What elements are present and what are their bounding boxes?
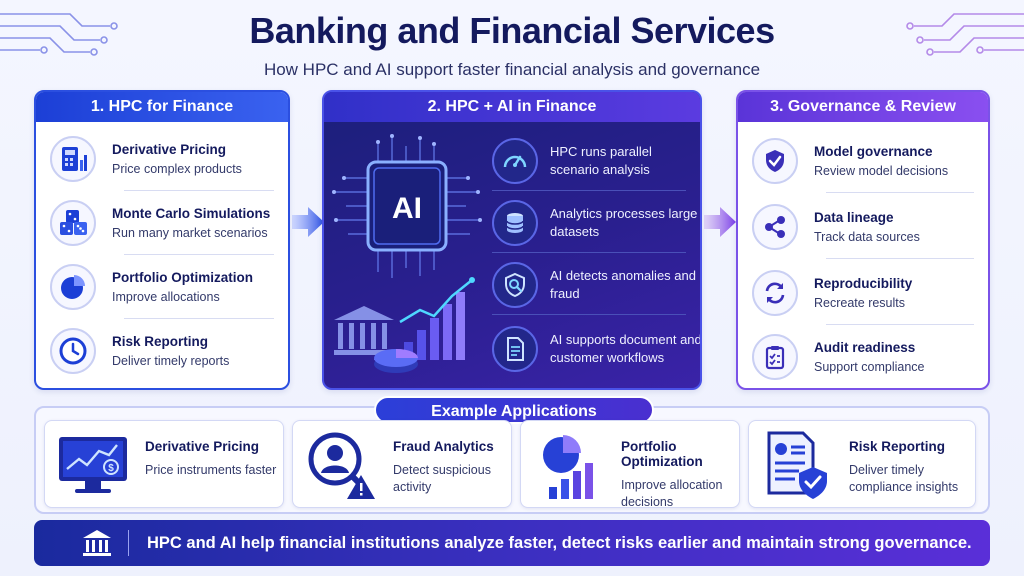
divider xyxy=(826,258,974,259)
item-title: Audit readiness xyxy=(814,340,916,355)
item-title: Derivative Pricing xyxy=(112,142,227,157)
clock-icon xyxy=(50,328,96,374)
circuit-decoration-left xyxy=(0,13,118,56)
list-item: Audit readiness Support compliance xyxy=(738,326,988,388)
item-desc: Recreate results xyxy=(814,296,906,310)
clipboard-check-icon xyxy=(752,334,798,380)
example-card: $ Derivative Pricing Price instruments f… xyxy=(44,420,284,508)
pie-chart-icon xyxy=(50,264,96,310)
refresh-icon xyxy=(752,270,798,316)
example-applications-title: Example Applications xyxy=(374,396,654,424)
dice-icon xyxy=(50,200,96,246)
list-item: Derivative Pricing Price complex product… xyxy=(36,128,288,190)
list-item: Monte Carlo Simulations Run many market … xyxy=(36,192,288,254)
divider xyxy=(492,252,686,253)
card-desc: Price instruments faster xyxy=(145,463,277,477)
monitor-chart-icon: $ xyxy=(59,437,127,493)
list-item: Reproducibility Recreate results xyxy=(738,262,988,324)
panel-title: 2. HPC + AI in Finance xyxy=(324,92,700,122)
item-desc: Run many market scenarios xyxy=(112,226,268,240)
divider xyxy=(492,190,686,191)
divider xyxy=(124,318,274,319)
panel-hpc-ai-in-finance: 2. HPC + AI in Finance AI xyxy=(322,90,702,390)
panel-governance-review: 3. Governance & Review Model governance … xyxy=(736,90,990,390)
page-subtitle: How HPC and AI support faster financial … xyxy=(263,60,761,79)
card-desc: Improve allocation decisions xyxy=(621,478,723,509)
item-desc: Deliver timely reports xyxy=(112,354,230,368)
user-alert-icon xyxy=(308,432,375,499)
database-icon xyxy=(492,200,538,246)
list-item: Portfolio Optimization Improve allocatio… xyxy=(36,256,288,318)
card-desc: Deliver timely compliance insights xyxy=(849,463,959,494)
list-item: Risk Reporting Deliver timely reports xyxy=(36,320,288,382)
list-item: Data lineage Track data sources xyxy=(738,196,988,258)
item-text: AI detects anomalies and fraud xyxy=(550,268,696,301)
divider xyxy=(128,530,129,556)
bank-icon xyxy=(83,530,111,556)
example-card: Fraud Analytics Detect suspicious activi… xyxy=(292,420,512,508)
speedometer-icon xyxy=(492,138,538,184)
item-title: Data lineage xyxy=(814,210,894,225)
item-text: HPC runs parallel scenario analysis xyxy=(550,144,652,177)
divider xyxy=(124,190,274,191)
panel-title: 3. Governance & Review xyxy=(738,92,988,122)
item-desc: Improve allocations xyxy=(112,290,220,304)
card-title: Fraud Analytics xyxy=(393,439,494,454)
arrow-right-icon xyxy=(292,207,324,237)
network-icon xyxy=(752,204,798,250)
shield-search-icon xyxy=(492,262,538,308)
item-title: Monte Carlo Simulations xyxy=(112,206,271,221)
card-title: Derivative Pricing xyxy=(145,439,260,454)
divider xyxy=(826,192,974,193)
list-item: Analytics processes large datasets xyxy=(488,192,700,254)
card-title: Portfolio Optimization xyxy=(621,439,703,469)
item-text: AI supports document and customer workfl… xyxy=(550,332,702,365)
item-desc: Price complex products xyxy=(112,162,242,176)
pie-bar-icon xyxy=(543,435,593,499)
circuit-decoration-right xyxy=(906,13,1024,56)
panel-hpc-for-finance: 1. HPC for Finance Derivative Pricing Pr… xyxy=(34,90,290,390)
example-card: Portfolio Optimization Improve allocatio… xyxy=(520,420,740,509)
svg-text:$: $ xyxy=(108,463,114,474)
item-title: Portfolio Optimization xyxy=(112,270,253,285)
example-card: Risk Reporting Deliver timely compliance… xyxy=(748,420,976,508)
arrow-right-icon xyxy=(704,207,736,237)
list-item: HPC runs parallel scenario analysis xyxy=(488,130,700,192)
item-title: Risk Reporting xyxy=(112,334,209,349)
list-item: AI supports document and customer workfl… xyxy=(488,318,702,380)
divider xyxy=(826,324,974,325)
calculator-chart-icon xyxy=(50,136,96,182)
item-title: Reproducibility xyxy=(814,276,913,291)
item-desc: Review model decisions xyxy=(814,164,949,178)
shield-check-icon xyxy=(752,138,798,184)
ai-chip-illustration: AI xyxy=(332,134,482,373)
list-item: Model governance Review model decisions xyxy=(738,130,988,192)
report-shield-icon xyxy=(767,431,827,499)
page-title: Banking and Financial Services xyxy=(249,10,775,51)
footer-banner: HPC and AI help financial institutions a… xyxy=(34,520,990,566)
item-title: Model governance xyxy=(814,144,933,159)
divider xyxy=(492,314,686,315)
item-desc: Track data sources xyxy=(814,230,920,244)
panel-title: 1. HPC for Finance xyxy=(36,92,288,122)
ai-chip-label: AI xyxy=(392,192,422,225)
document-icon xyxy=(492,326,538,372)
item-text: Analytics processes large datasets xyxy=(550,206,698,239)
card-title: Risk Reporting xyxy=(849,439,946,454)
divider xyxy=(124,254,274,255)
card-desc: Detect suspicious activity xyxy=(393,463,491,494)
item-desc: Support compliance xyxy=(814,360,925,374)
footer-text: HPC and AI help financial institutions a… xyxy=(147,533,972,552)
list-item: AI detects anomalies and fraud xyxy=(488,254,700,316)
